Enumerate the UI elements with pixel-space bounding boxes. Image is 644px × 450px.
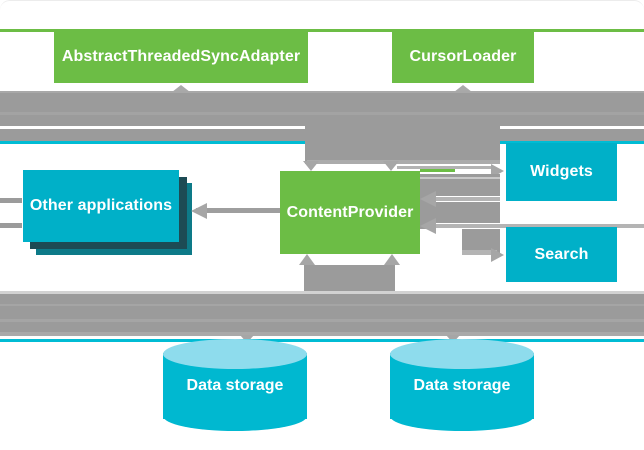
arrowhead-left-to-other-applications-icon	[191, 203, 207, 219]
node-search: Search	[506, 227, 617, 282]
node-label: Data storage	[186, 377, 284, 394]
node-label: Search	[534, 245, 589, 263]
arrowhead-left-to-contentprovider-lower-icon	[420, 218, 436, 234]
arrow-band-lower-topline	[0, 291, 644, 294]
arrowhead-up-to-contentprovider-left-icon	[299, 254, 315, 265]
node-abstractthreadedsyncadapter: AbstractThreadedSyncAdapter	[54, 31, 308, 83]
node-label: AbstractThreadedSyncAdapter	[61, 48, 301, 65]
node-data-storage-left: Data storage	[163, 339, 307, 433]
green-hairline-contentprovider	[420, 169, 455, 172]
arrowhead-up-to-syncadapter-icon	[172, 85, 190, 92]
arrow-band-lower-bottom-edge	[0, 332, 644, 336]
arrow-band-lower-highlight-2	[0, 319, 644, 322]
node-other-applications: Other applications	[23, 170, 179, 242]
cylinder-top	[390, 339, 534, 369]
arrow-band-lower	[0, 294, 644, 336]
arrowhead-up-to-contentprovider-right-icon	[384, 254, 400, 265]
node-cursorloader: CursorLoader	[392, 31, 534, 83]
arrow-band-upper	[0, 91, 644, 126]
connector-band-below-contentprovider	[304, 265, 395, 291]
arrow-band-upper-highlight-top	[0, 91, 644, 93]
cyan-hairline-bottom	[0, 339, 644, 342]
connector-band-center-bottom-edge	[307, 160, 500, 164]
connector-band-right-highlight	[420, 177, 500, 179]
arrow-shaft-to-other-applications	[196, 208, 280, 213]
arrowhead-down-to-contentprovider-left-icon	[303, 161, 319, 171]
cylinder-top	[163, 339, 307, 369]
cylinder-bottom	[163, 401, 307, 431]
arrowhead-right-to-search-icon	[491, 248, 504, 262]
arrow-shaft-to-search	[462, 250, 497, 255]
green-hairline-top	[0, 29, 644, 32]
arrow-stub-left-lower	[0, 223, 22, 228]
arrowhead-left-to-contentprovider-upper-icon	[420, 191, 436, 207]
connector-band-center	[305, 126, 500, 164]
node-data-storage-right: Data storage	[390, 339, 534, 433]
arrow-shaft-widgets-to-contentprovider	[435, 196, 500, 202]
node-widgets: Widgets	[506, 143, 617, 201]
node-label: Data storage	[413, 377, 511, 394]
node-contentprovider: ContentProvider	[280, 171, 420, 254]
cylinder-bottom	[390, 401, 534, 431]
arrow-stub-left-upper	[0, 198, 22, 203]
node-label: Other applications	[29, 197, 173, 214]
node-label: Widgets	[530, 163, 593, 180]
node-label: ContentProvider	[286, 203, 414, 221]
arrow-band-lower-highlight-1	[0, 304, 644, 306]
arrow-band-upper-highlight-mid	[0, 112, 644, 115]
arrow-shaft-to-widgets	[397, 166, 494, 169]
node-label: CursorLoader	[409, 48, 517, 65]
arrowhead-down-to-contentprovider-right-icon	[383, 161, 399, 171]
arrowhead-up-to-cursorloader-icon	[454, 85, 472, 92]
